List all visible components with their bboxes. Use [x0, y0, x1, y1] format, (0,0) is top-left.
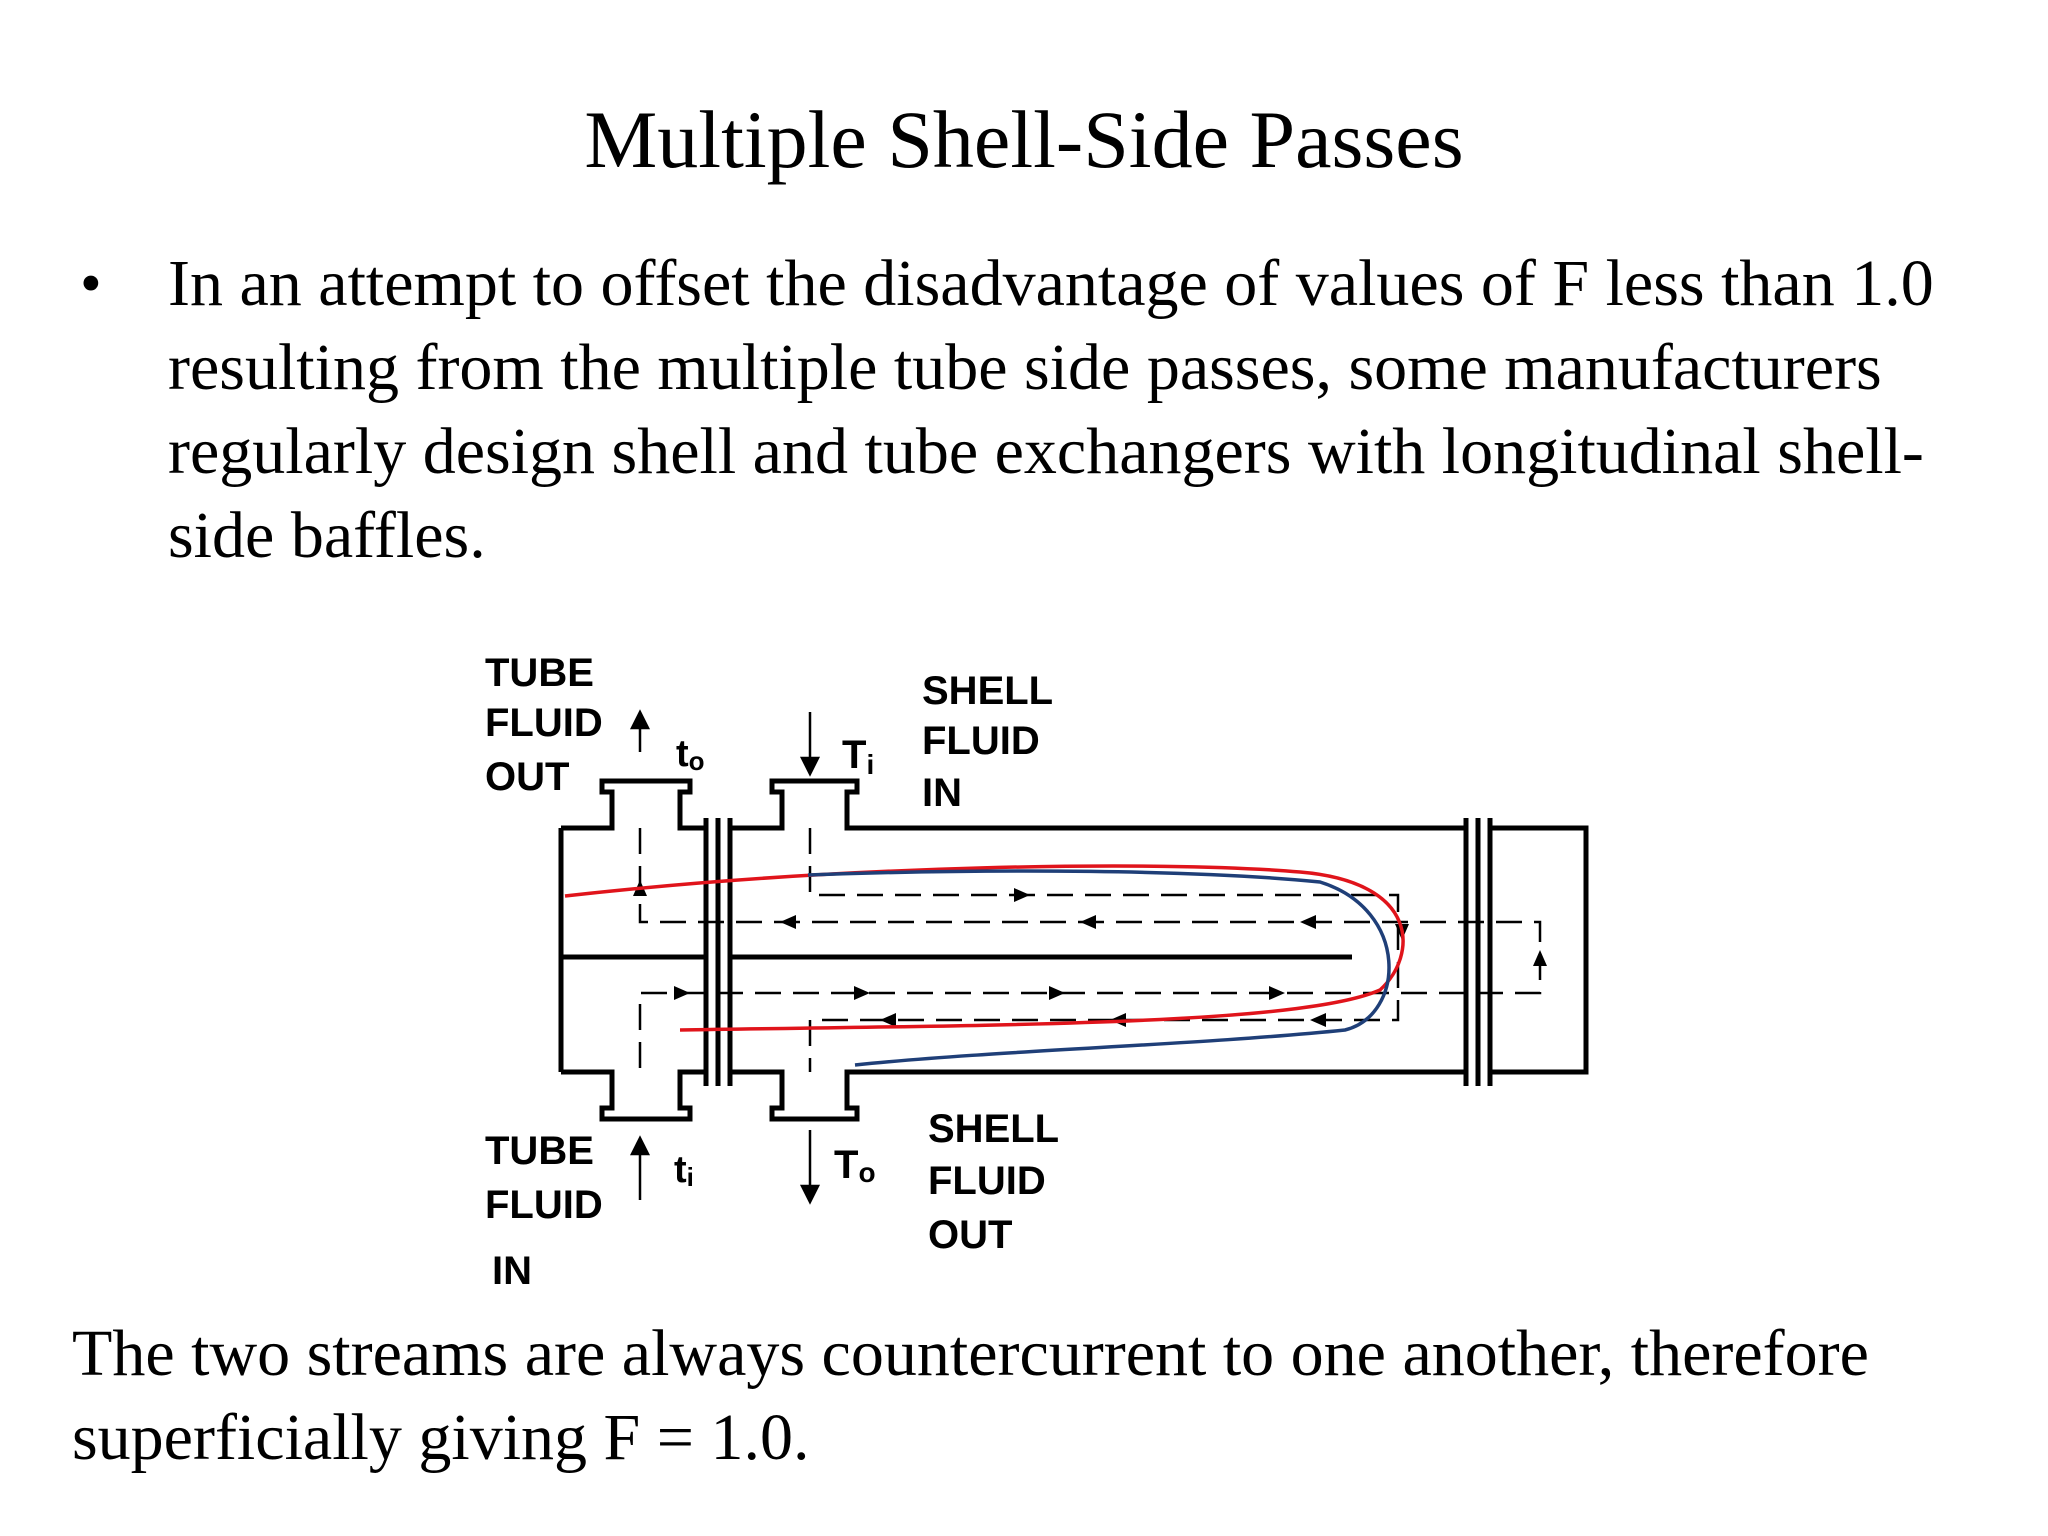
- conclusion-text: The two streams are always countercurren…: [72, 1317, 1869, 1474]
- shell-inlet-nozzle: [730, 778, 1466, 831]
- arrow-left-tube-top-3: [1300, 915, 1316, 929]
- tube-out-label-3: OUT: [485, 755, 569, 799]
- t-out-symbol: to: [676, 733, 705, 776]
- tube-in-label-2: FLUID: [485, 1183, 603, 1227]
- tube-out-label-2: FLUID: [485, 701, 603, 745]
- tube-inlet-nozzle: [561, 1069, 706, 1122]
- T-out-symbol: To: [834, 1143, 876, 1188]
- t-in-arrow-head-icon: [629, 1135, 651, 1156]
- bullet-dot-icon: •: [80, 250, 102, 318]
- stream-curves: [564, 864, 1405, 1067]
- arrow-left-shell-bottom-1: [880, 1013, 896, 1027]
- slide-title: Multiple Shell-Side Passes: [584, 94, 1464, 185]
- arrow-right-tube-bottom-4: [1269, 986, 1285, 1000]
- shell-stream-curve: [807, 869, 1391, 1067]
- arrow-left-tube-top-1: [780, 915, 796, 929]
- tube-stream-curve: [564, 864, 1405, 1032]
- t-out-arrow-head-icon: [629, 709, 651, 730]
- diagram-labels: TUBE FLUID OUT to SHELL FLUID IN Ti TUBE…: [485, 651, 1059, 1293]
- rear-head: [1490, 825, 1589, 1075]
- shell-out-label-2: FLUID: [928, 1159, 1046, 1203]
- nozzle-flow-markers: [629, 709, 821, 1205]
- T-in-symbol: Ti: [842, 733, 874, 780]
- arrow-up-rear-head: [1533, 950, 1547, 966]
- shell-out-label-3: OUT: [928, 1213, 1012, 1257]
- t-in-symbol: ti: [674, 1149, 694, 1192]
- arrow-right-tube-bottom-1: [674, 986, 690, 1000]
- tube-outlet-nozzle: [561, 778, 706, 831]
- arrow-right-tube-bottom-3: [1049, 986, 1065, 1000]
- tube-in-label-1: TUBE: [485, 1129, 594, 1173]
- arrow-left-shell-bottom-3: [1310, 1013, 1326, 1027]
- flow-arrows: [633, 880, 1547, 1027]
- bullet-text: In an attempt to offset the disadvantage…: [168, 247, 1934, 572]
- T-out-arrow-head-icon: [799, 1184, 821, 1205]
- exchanger-outline: [558, 778, 1589, 1122]
- arrow-left-tube-top-2: [1080, 915, 1096, 929]
- shell-in-label-2: FLUID: [922, 719, 1040, 763]
- arrow-right-shell-top: [1014, 888, 1030, 902]
- tube-in-label-3: IN: [492, 1249, 532, 1293]
- T-in-arrow-head-icon: [799, 756, 821, 777]
- shell-outlet-nozzle: [730, 1069, 1466, 1122]
- shell-in-label-1: SHELL: [922, 669, 1053, 713]
- arrow-right-tube-bottom-2: [854, 986, 870, 1000]
- shell-out-label-1: SHELL: [928, 1107, 1059, 1151]
- tube-out-label-1: TUBE: [485, 651, 594, 695]
- shell-in-label-3: IN: [922, 771, 962, 815]
